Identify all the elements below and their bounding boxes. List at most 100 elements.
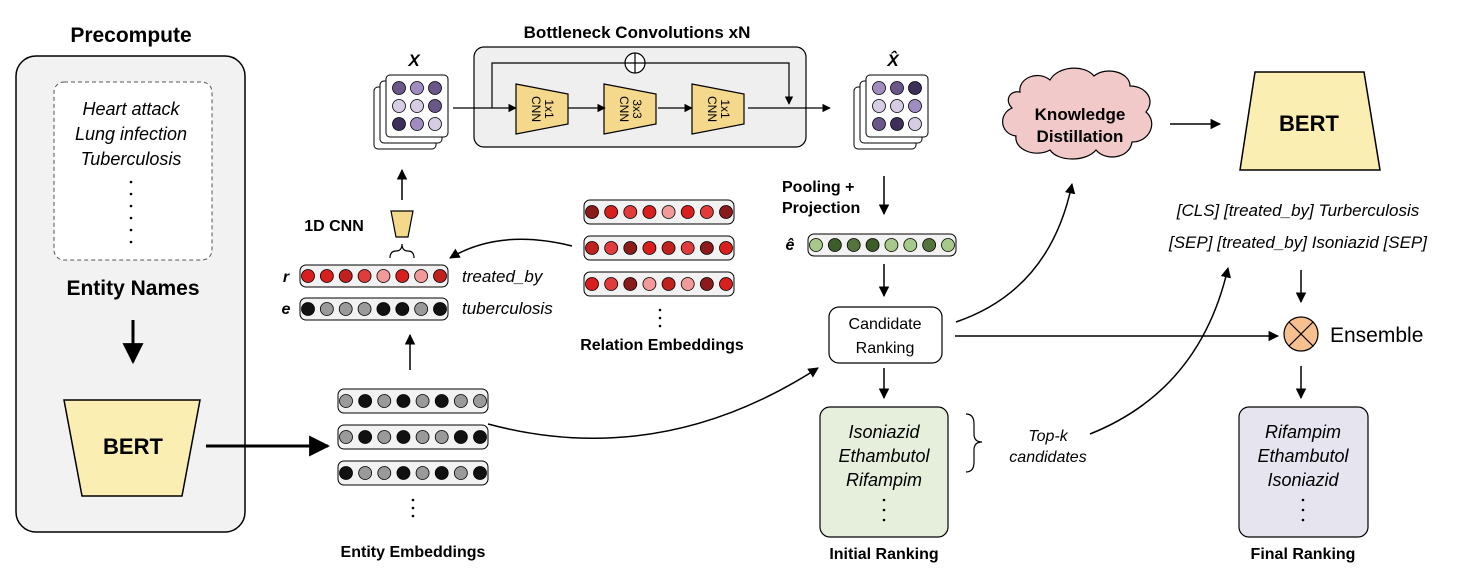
embedding-dot <box>884 238 899 252</box>
embedding-dot <box>865 238 880 252</box>
embedding-dot <box>358 466 373 480</box>
bert2-label: BERT <box>1279 111 1339 136</box>
embedding-dot <box>301 302 315 316</box>
bert-input-line: [CLS] [treated_by] Turberculosis <box>1176 201 1420 220</box>
embedding-dot <box>699 277 714 291</box>
relation-embeddings-label: Relation Embeddings <box>580 337 744 354</box>
initial-ranking-item: Isoniazid <box>848 422 920 442</box>
entity-word: tuberculosis <box>462 299 553 318</box>
embedding-dot <box>376 302 391 316</box>
feature-cell <box>428 99 442 113</box>
embedding-dot <box>377 394 392 408</box>
embedding-dot <box>604 241 619 255</box>
initial-ranking-label: Initial Ranking <box>829 546 938 563</box>
pooling-label: Pooling + <box>782 179 854 196</box>
e-hat-row <box>807 233 957 257</box>
entity-embeddings-stack <box>337 388 489 486</box>
arrow-ranking-to-distillation <box>955 182 1076 323</box>
embedding-dot <box>433 302 447 316</box>
feature-cell <box>410 117 424 131</box>
embedding-dot <box>415 466 430 480</box>
knowledge-distillation-label: Knowledge <box>1035 105 1126 124</box>
embedding-dot <box>434 430 449 444</box>
cnn-block: 1x1CNN <box>515 83 569 135</box>
bert-label: BERT <box>103 434 163 459</box>
candidate-ranking-box <box>828 306 943 364</box>
relation-word: treated_by <box>462 267 544 286</box>
embedding-dot <box>623 277 638 291</box>
embedding-dot <box>414 269 429 283</box>
entity-embedding-row <box>337 388 489 414</box>
vertical-ellipsis <box>129 180 133 244</box>
cnn-block: 3x3CNN <box>603 83 657 135</box>
cnn-label: 3x3CNN <box>617 96 644 122</box>
e-label: e <box>282 301 291 318</box>
embedding-dot <box>319 269 334 283</box>
relation-embedding-row <box>583 235 735 261</box>
embedding-dot <box>922 238 937 252</box>
topk-brace <box>965 413 983 473</box>
feature-cell <box>890 99 904 113</box>
embedding-dot <box>358 394 373 408</box>
embedding-dot <box>453 430 468 444</box>
initial-ranking-box <box>819 406 949 538</box>
embedding-dot <box>680 205 695 219</box>
embedding-dot <box>661 205 676 219</box>
e-hat-label: ê <box>786 237 795 254</box>
embedding-dot <box>357 269 372 283</box>
feature-cell <box>428 117 442 131</box>
embedding-dot <box>827 238 842 252</box>
vertical-ellipsis <box>1301 498 1305 522</box>
embedding-dot <box>415 430 430 444</box>
knowledge-distillation-cloud <box>1002 67 1153 160</box>
entity-embedding-row <box>337 424 489 450</box>
final-ranking-item: Ethambutol <box>1257 446 1349 466</box>
embedding-dot <box>377 430 392 444</box>
embedding-dot <box>585 277 599 291</box>
entity-names-label: Entity Names <box>66 277 199 300</box>
cnn-label: 1x1CNN <box>705 96 732 122</box>
embedding-dot <box>339 430 353 444</box>
embedding-dot <box>377 466 392 480</box>
final-ranking-item: Isoniazid <box>1267 470 1339 490</box>
embedding-dot <box>661 277 676 291</box>
relation-embedding-row <box>583 199 735 225</box>
embedding-dot <box>414 302 429 316</box>
knowledge-distillation-label: Distillation <box>1037 127 1124 146</box>
feature-cell <box>872 99 886 113</box>
embedding-dot <box>699 205 714 219</box>
relation-entity-rows <box>299 264 449 321</box>
vertical-ellipsis <box>658 308 662 328</box>
feature-cell <box>872 117 886 131</box>
embedding-dot <box>680 277 695 291</box>
entity-name-item: Heart attack <box>82 99 180 119</box>
final-ranking-box <box>1238 406 1369 538</box>
embedding-dot <box>941 238 955 252</box>
embedding-dot <box>395 302 410 316</box>
embedding-dot <box>338 302 353 316</box>
embedding-dot <box>453 466 468 480</box>
arrow-topk-to-bert-input <box>1089 266 1231 435</box>
feature-cell <box>890 117 904 131</box>
bottleneck-title: Bottleneck Convolutions xN <box>524 23 751 42</box>
feature-cell <box>908 99 922 113</box>
relation-embedding-r <box>299 264 449 288</box>
feature-cell <box>908 81 922 95</box>
feature-cell <box>392 81 406 95</box>
entity-name-item: Lung infection <box>75 124 187 144</box>
cnn-1d-label: 1D CNN <box>304 218 364 235</box>
e-hat-embedding <box>807 233 957 257</box>
embedding-dot <box>719 205 733 219</box>
embedding-dot <box>319 302 334 316</box>
precompute-title: Precompute <box>70 24 191 47</box>
candidate-ranking-label: Candidate <box>849 316 922 333</box>
embedding-dot <box>903 238 918 252</box>
relation-embeddings-stack <box>583 199 735 297</box>
cnn-1d-block <box>390 210 414 238</box>
entity-name-item: Tuberculosis <box>81 149 182 169</box>
embedding-dot <box>338 269 353 283</box>
bert-reranker <box>1239 71 1381 171</box>
embedding-dot <box>604 205 619 219</box>
embedding-dot <box>661 241 676 255</box>
embedding-dot <box>415 394 430 408</box>
